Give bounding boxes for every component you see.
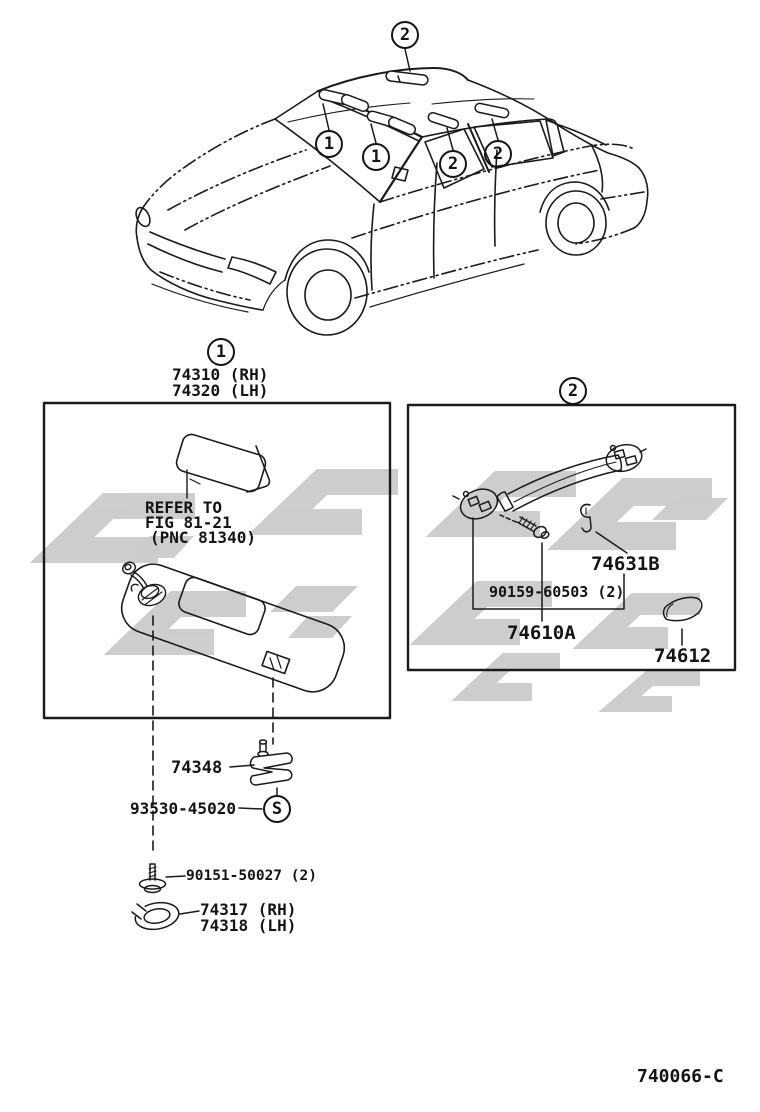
grip-box-outline bbox=[406, 403, 737, 672]
assist-grip-drawing bbox=[452, 443, 647, 520]
bracket-line-90159 bbox=[472, 517, 625, 610]
visor-pivot-drawing bbox=[122, 561, 167, 607]
part-label-74348: 74348 bbox=[171, 758, 223, 778]
car-callout-leaders bbox=[322, 48, 499, 151]
refer-note-line2: FIG 81-21 bbox=[145, 513, 232, 532]
leader-74348 bbox=[229, 764, 255, 768]
callout-visor-box: 1 bbox=[207, 338, 235, 366]
grip-detail-box bbox=[406, 403, 737, 672]
part-label-74317-rh: 74317 (RH) bbox=[200, 900, 297, 919]
refer-note-line3: (PNC 81340) bbox=[150, 528, 256, 547]
refer-note-line1: REFER TO bbox=[145, 498, 223, 517]
bracket-74631b-drawing bbox=[580, 503, 592, 533]
leader-93530 bbox=[238, 807, 263, 810]
callout-visor-car-1: 1 bbox=[315, 130, 343, 158]
part-label-90159: 90159-60503 (2) bbox=[489, 583, 625, 601]
callout-screw-s: S bbox=[263, 795, 291, 823]
visor-body-drawing bbox=[120, 563, 346, 693]
cover-74612-drawing bbox=[662, 596, 703, 622]
figure-code: 740066-C bbox=[637, 1066, 724, 1087]
leader-74317 bbox=[179, 910, 200, 915]
roof-grip-front-part bbox=[385, 70, 429, 86]
leader-74631b bbox=[595, 531, 628, 554]
car-illustration bbox=[135, 48, 649, 336]
holder-74348-drawing bbox=[249, 739, 293, 786]
part-label-90151: 90151-50027 (2) bbox=[186, 868, 317, 884]
callout-grip-box: 2 bbox=[559, 377, 587, 405]
callout-grip-car-1: 2 bbox=[439, 150, 467, 178]
grip-screw-dash-leader bbox=[499, 514, 517, 523]
roof-grip-rear-part bbox=[474, 102, 510, 119]
part-label-74631b: 74631B bbox=[591, 553, 660, 575]
visor-box-outline bbox=[42, 401, 392, 720]
callout-grip-car-2: 2 bbox=[484, 140, 512, 168]
roof-visor-rh-part bbox=[318, 89, 370, 112]
part-label-93530: 93530-45020 bbox=[130, 799, 236, 818]
callout-visor-car-2: 1 bbox=[362, 143, 390, 171]
roof-grip-mid-part bbox=[427, 111, 460, 130]
visor-hardware-drawings bbox=[130, 739, 293, 931]
leader-90151 bbox=[165, 875, 186, 878]
hook-74317-drawing bbox=[130, 901, 180, 931]
part-label-74310-rh: 74310 (RH) bbox=[172, 365, 269, 384]
part-label-74320-lh: 74320 (LH) bbox=[172, 381, 269, 400]
part-label-74610a: 74610A bbox=[507, 622, 576, 644]
part-label-74318-lh: 74318 (LH) bbox=[200, 916, 297, 935]
callout-grip-top: 2 bbox=[391, 21, 419, 49]
screw-90151-drawing bbox=[138, 863, 167, 894]
screw-90159-drawing bbox=[516, 516, 550, 540]
roof-visor-lh-part bbox=[366, 110, 417, 136]
part-label-74612: 74612 bbox=[654, 645, 712, 667]
visor-detail-box bbox=[42, 401, 392, 852]
visor-holder-drawing bbox=[175, 433, 271, 499]
